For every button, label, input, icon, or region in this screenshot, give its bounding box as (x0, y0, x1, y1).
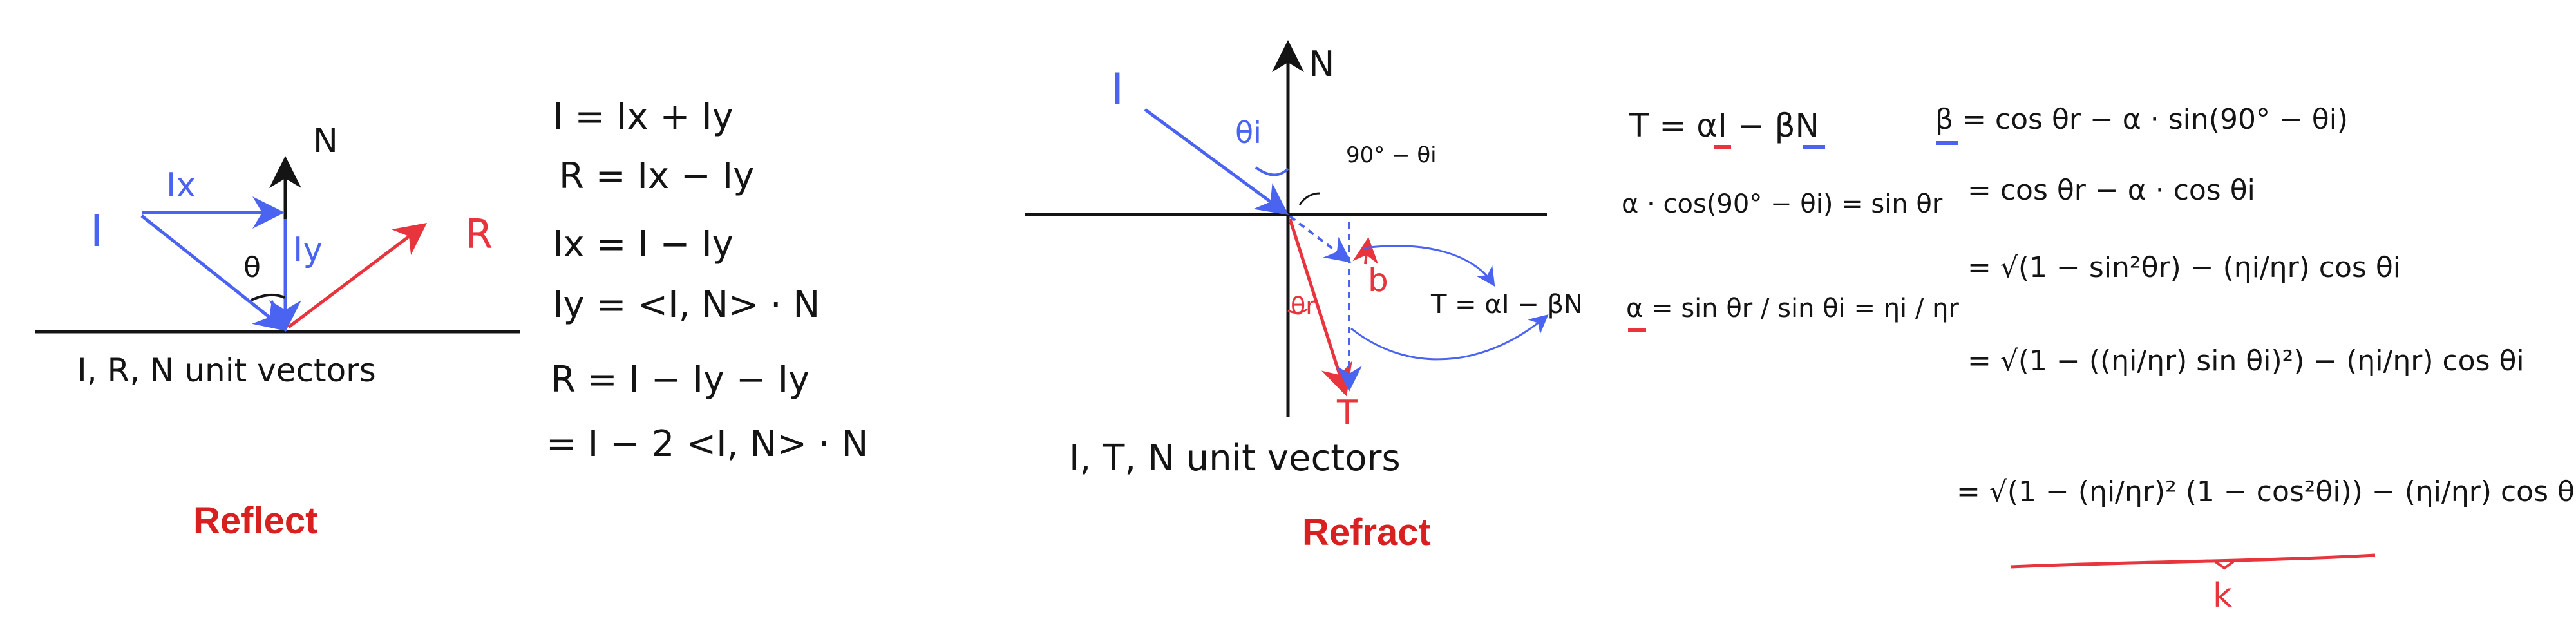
reflect-unit-note: I, R, N unit vectors (77, 352, 376, 389)
reflect-equation: = I − 2 <I, N> · N (546, 423, 868, 465)
refract-b-label: b (1368, 262, 1388, 299)
reflect-ix-label: Ix (166, 166, 196, 205)
reflect-normal-label: N (313, 122, 338, 160)
refract-theta-r-arc (1287, 308, 1308, 314)
refract-equation: = √(1 − sin²θr) − (ηi/ηr) cos θi (1967, 251, 2401, 284)
refract-unit-note: I, T, N unit vectors (1069, 437, 1401, 479)
refract-complement-arc (1298, 192, 1321, 205)
refract-incident-arrow (1144, 108, 1289, 215)
reflect-equation: I = Ix + Iy (553, 96, 734, 138)
reflect-angle-arc (251, 293, 285, 301)
reflect-incident-label: I (90, 206, 103, 257)
refract-transmitted-label: T (1336, 394, 1358, 432)
reflect-caption: Reflect (193, 500, 317, 542)
refract-equation: T = αI − βN (1629, 107, 1819, 144)
refract-transmitted-arrow (1288, 218, 1352, 397)
refract-equation: α = sin θr / sin θi = ηi / ηr (1626, 294, 1959, 323)
refract-theta-r-label: θr (1291, 292, 1316, 320)
reflect-reflected-label: R (465, 211, 493, 258)
reflect-diagram: N I Ix Iy R θ I, R, N unit vectors Refle… (35, 122, 520, 542)
refract-equation: β = cos θr − α · sin(90° − θi) (1935, 103, 2348, 136)
refract-t-note: T = αI − βN (1430, 290, 1583, 319)
refract-equation: = cos θr − α · cos θi (1967, 174, 2255, 207)
k-underbrace (2010, 553, 2376, 569)
refract-right-equations: β = cos θr − α · sin(90° − θi) = cos θr … (1935, 103, 2576, 615)
reflect-angle-label: θ (243, 251, 261, 284)
reflect-incident-arrow (140, 214, 287, 332)
refract-note-connector-upper (1363, 245, 1495, 287)
refract-normal-label: N (1309, 44, 1334, 84)
refract-equation: = √(1 − (ηi/ηr)² (1 − cos²θi)) − (ηi/ηr)… (1956, 475, 2576, 508)
refract-left-equations: T = αI − βN α · cos(90° − θi) = sin θr α… (1622, 107, 1959, 332)
reflect-equation: R = I − Iy − Iy (551, 359, 810, 401)
reflect-equations: I = Ix + Iy R = Ix − Iy Ix = I − Iy Iy =… (546, 96, 868, 465)
refract-incident-label: I (1111, 64, 1124, 115)
refract-diagram: N I θi 90° − θi T θr b T = αI − βN I, T,… (1025, 40, 1583, 553)
refract-note-connector-lower (1350, 314, 1549, 361)
refract-alpha-i-arrow (1289, 215, 1352, 263)
refract-equation: α · cos(90° − θi) = sin θr (1622, 189, 1943, 219)
reflect-iy-label: Iy (293, 231, 323, 269)
reflect-equation: R = Ix − Iy (559, 155, 754, 197)
reflect-equation: Iy = <I, N> · N (553, 284, 820, 326)
refract-theta-i-label: θi (1235, 115, 1262, 150)
reflect-equation: Ix = I − Iy (553, 224, 734, 265)
refract-caption: Refract (1302, 511, 1431, 553)
refract-theta-i-arc (1255, 166, 1289, 176)
refract-b-arrow (1352, 237, 1379, 265)
refract-equation: = √(1 − ((ηi/ηr) sin θi)²) − (ηi/ηr) cos… (1967, 345, 2524, 377)
reflect-reflected-arrow (287, 222, 427, 328)
refract-k-label: k (2213, 576, 2232, 615)
k-underbrace-tip (2214, 560, 2235, 570)
refract-complement-label: 90° − θi (1346, 142, 1437, 168)
